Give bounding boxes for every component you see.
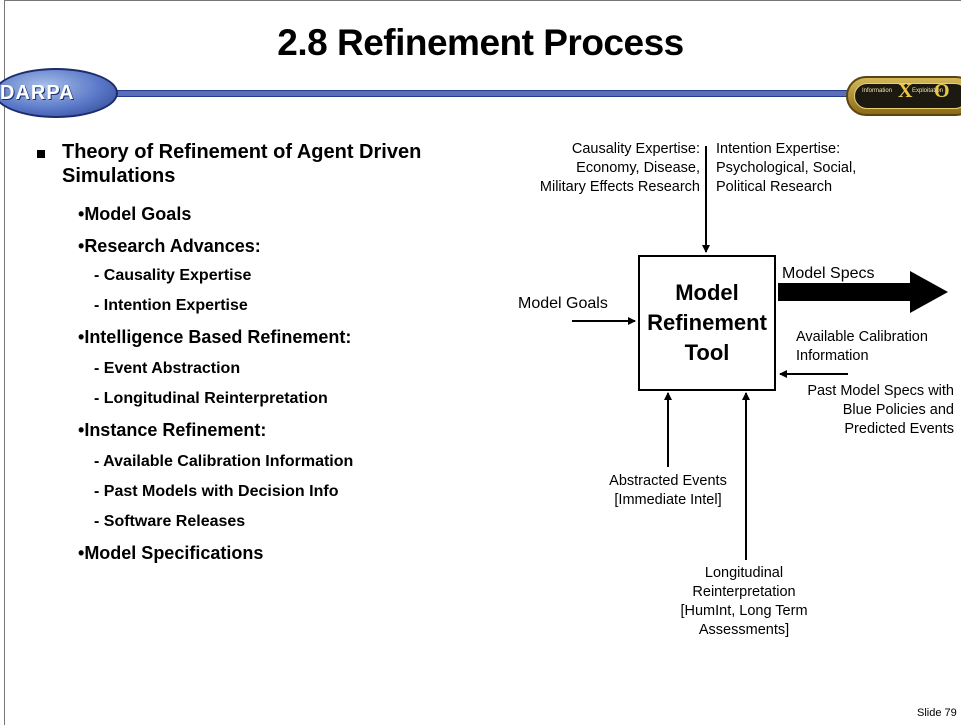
label-line: Longitudinal <box>704 565 784 581</box>
arrow-model-specs-out <box>778 271 948 313</box>
bullet-research-advances: •Research Advances: <box>78 236 261 256</box>
label-line: [Immediate Intel] <box>614 492 722 508</box>
bullet-text: Model Specifications <box>84 543 264 563</box>
bullet-model-goals: •Model Goals <box>78 204 192 224</box>
ixo-logo-information: Information <box>862 88 893 94</box>
sub-bullet-software: - Software Releases <box>94 513 246 530</box>
label-line: [HumInt, Long Term <box>680 603 808 619</box>
longitudinal-label: Longitudinal Reinterpretation [HumInt, L… <box>668 564 820 640</box>
label-line: Reinterpretation <box>692 584 796 600</box>
sub-bullet-past-models: - Past Models with Decision Info <box>94 483 339 500</box>
bullet-square <box>37 150 45 158</box>
label-line: Causality Expertise: <box>571 141 700 157</box>
intention-expertise-label: Intention Expertise: Psychological, Soci… <box>716 140 856 197</box>
ixo-logo-x: X <box>898 80 913 102</box>
model-refinement-tool-label: Model Refinement Tool <box>640 278 774 368</box>
darpa-logo-text: DARPA <box>0 82 75 104</box>
label-line: Psychological, Social, <box>716 160 857 176</box>
bullet-text: Instance Refinement: <box>84 420 267 440</box>
label-line: Economy, Disease, <box>576 160 700 176</box>
title-rule <box>100 90 862 97</box>
bullet-model-specifications: •Model Specifications <box>78 543 264 563</box>
main-bullet-line1: Theory of Refinement of Agent Driven <box>62 141 422 163</box>
label-line: Blue Policies and <box>842 402 954 418</box>
label-line: Information <box>796 348 869 364</box>
bullet-text: Intelligence Based Refinement: <box>84 327 352 347</box>
model-goals-label: Model Goals <box>518 295 608 312</box>
causality-expertise-label: Causality Expertise: Economy, Disease, M… <box>528 140 700 197</box>
ixo-logo: Information X Exploitation O <box>846 76 961 116</box>
abstracted-events-label: Abstracted Events [Immediate Intel] <box>592 472 744 510</box>
bullet-text: Research Advances: <box>84 236 261 256</box>
sub-bullet-event-abstraction: - Event Abstraction <box>94 360 241 377</box>
label-line: Intention Expertise: <box>716 141 841 157</box>
label-line: Political Research <box>716 179 833 195</box>
darpa-logo: DARPA <box>0 68 118 118</box>
slide-frame <box>4 0 961 725</box>
ixo-logo-exploitation: Exploitation <box>912 88 944 94</box>
slide-number: Slide 79 <box>917 707 957 719</box>
label-line: Abstracted Events <box>609 473 727 489</box>
sub-bullet-calibration: - Available Calibration Information <box>94 453 354 470</box>
label-line: Available Calibration <box>796 329 928 345</box>
sub-bullet-longitudinal: - Longitudinal Reinterpretation <box>94 390 328 407</box>
sub-bullet-causality: - Causality Expertise <box>94 267 252 284</box>
box-line2: Refinement <box>647 310 767 335</box>
bullet-text: Model Goals <box>84 204 192 224</box>
bullet-intelligence-refinement: •Intelligence Based Refinement: <box>78 327 352 347</box>
main-bullet-line2: Simulations <box>62 165 176 187</box>
model-refinement-tool-box: Model Refinement Tool <box>638 255 776 391</box>
label-line: Predicted Events <box>844 421 954 437</box>
calibration-label: Available Calibration Information <box>796 328 928 366</box>
model-specs-label: Model Specs <box>782 265 875 282</box>
label-line: Military Effects Research <box>539 179 700 195</box>
box-line3: Tool <box>684 340 730 365</box>
ixo-logo-inner <box>854 83 961 109</box>
sub-bullet-intention: - Intention Expertise <box>94 297 248 314</box>
past-model-specs-label: Past Model Specs with Blue Policies and … <box>790 382 954 439</box>
slide-title: 2.8 Refinement Process <box>277 22 684 63</box>
label-line: Assessments] <box>698 622 790 638</box>
ixo-logo-o: O <box>934 80 950 102</box>
bullet-instance-refinement: •Instance Refinement: <box>78 420 267 440</box>
label-line: Past Model Specs with <box>807 383 954 399</box>
box-line1: Model <box>675 280 739 305</box>
